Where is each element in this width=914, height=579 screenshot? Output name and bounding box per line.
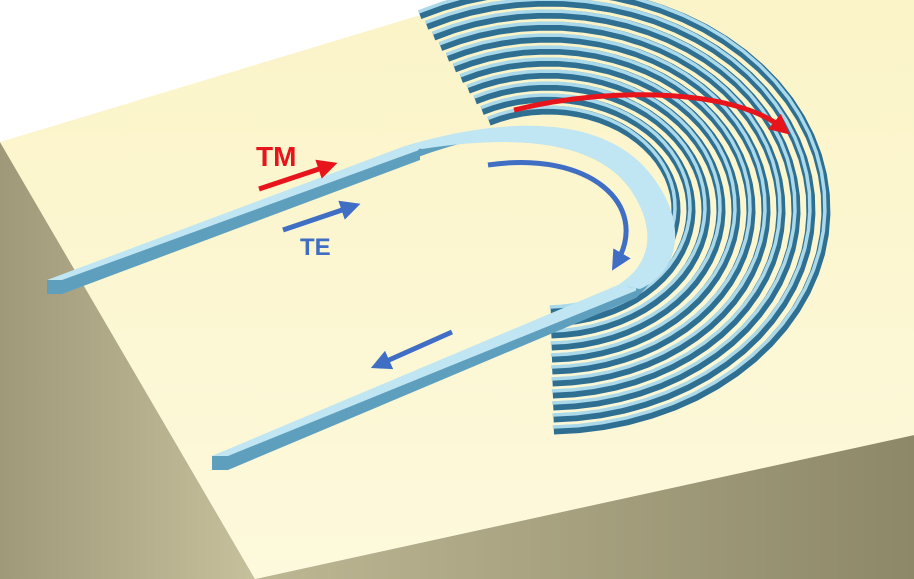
tm-radiated-arrow [513,92,790,135]
te-bend-arrow [487,160,631,271]
grating-ring-top [473,81,707,333]
bend-side [410,132,666,298]
grating-ring-top [452,45,752,369]
tm-input-arrow [258,159,338,192]
input-arm-top [47,146,422,280]
bend-top [405,125,676,289]
u-waveguide [47,125,676,470]
te-label: TE [300,234,331,261]
tm-label: TM [256,141,296,172]
input-arm-side [47,148,420,294]
grating-ring-top [445,33,767,381]
te-input-arrow [282,200,361,233]
grating-ring-top [425,0,812,417]
grating-ring-top [466,69,722,345]
grating-ring-top [439,21,782,393]
grating-ring-top [418,0,827,429]
te-output-arrow [370,329,454,370]
grating-ring-top [432,9,797,405]
grating-ring-top [459,57,737,357]
output-arm-top [212,285,640,456]
